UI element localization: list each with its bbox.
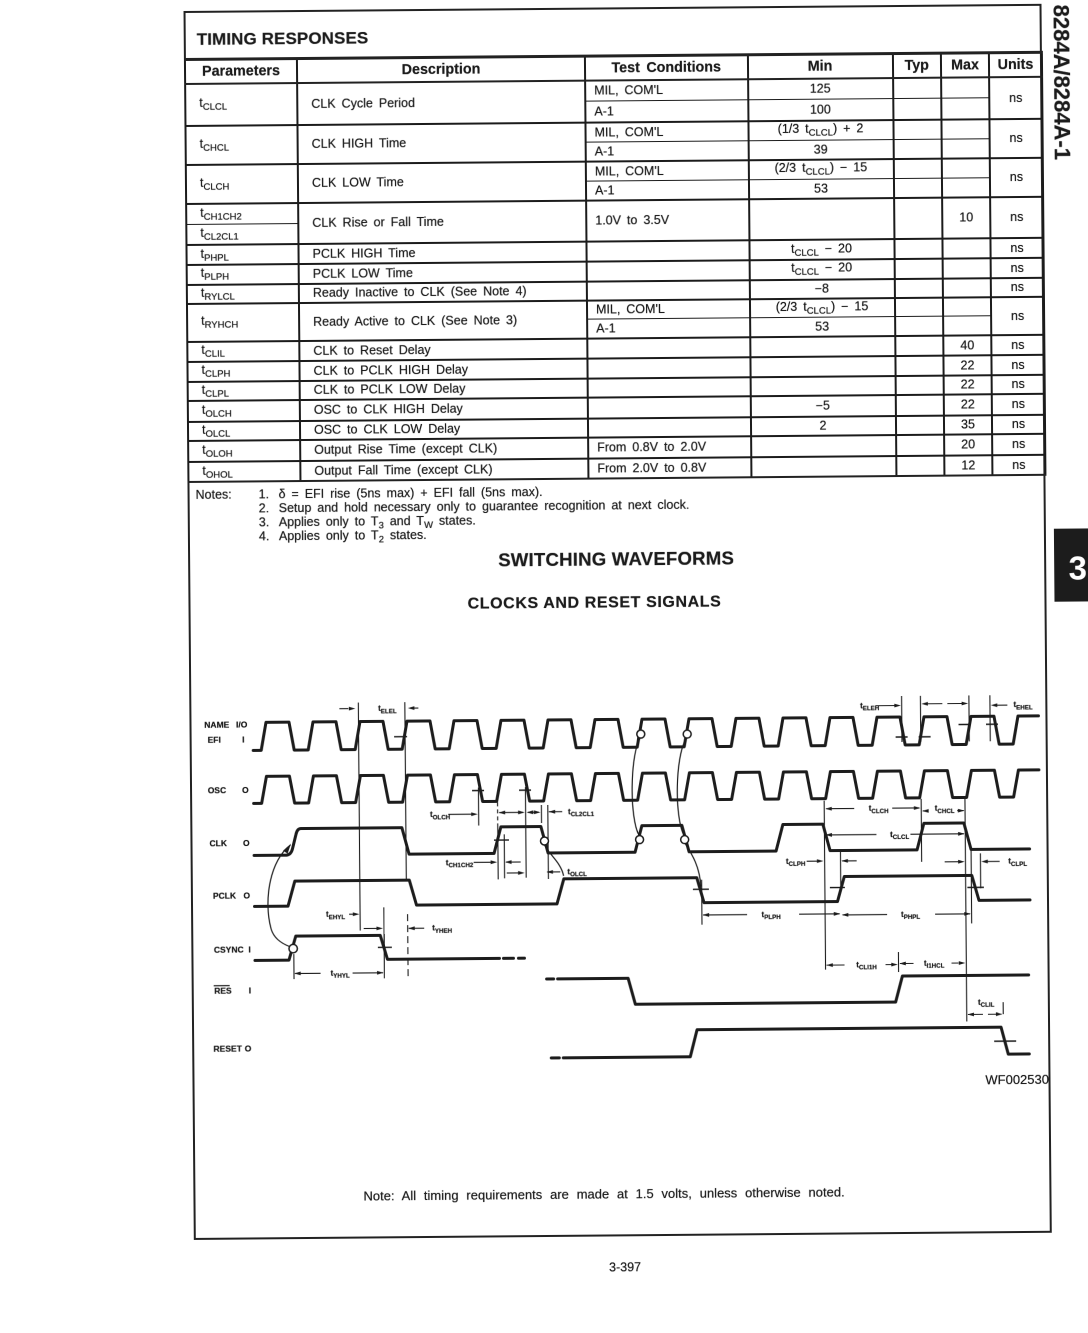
svg-text:tPHPL: tPHPL xyxy=(901,910,920,921)
svg-text:I/O: I/O xyxy=(236,719,248,729)
svg-text:tCLIL: tCLIL xyxy=(978,998,995,1009)
svg-text:tI1HCL: tI1HCL xyxy=(924,959,945,970)
svg-text:O: O xyxy=(242,785,249,795)
svg-text:tYHYL: tYHYL xyxy=(331,969,350,980)
svg-text:NAME: NAME xyxy=(204,720,229,730)
svg-text:tCH1CH2: tCH1CH2 xyxy=(446,858,474,869)
svg-text:tELEL: tELEL xyxy=(378,704,397,715)
svg-text:tCLI1H: tCLI1H xyxy=(856,960,877,971)
svg-text:tCLCH: tCLCH xyxy=(869,804,889,815)
svg-text:tOLCH: tOLCH xyxy=(430,810,451,821)
svg-text:tOLCL: tOLCL xyxy=(567,867,587,878)
svg-text:WF002530: WF002530 xyxy=(985,1072,1049,1088)
svg-text:O: O xyxy=(243,890,250,900)
svg-text:tCLPL: tCLPL xyxy=(1008,857,1027,868)
svg-text:O: O xyxy=(245,1043,252,1053)
svg-text:tCLPH: tCLPH xyxy=(786,857,806,868)
svg-text:OSC: OSC xyxy=(208,785,227,795)
svg-text:tEHYL: tEHYL xyxy=(326,910,345,921)
svg-text:tCL2CL1: tCL2CL1 xyxy=(568,807,595,818)
svg-text:I: I xyxy=(242,735,244,745)
svg-text:RESET: RESET xyxy=(213,1044,242,1054)
svg-text:tELEH: tELEH xyxy=(860,701,880,712)
svg-text:tCLCL: tCLCL xyxy=(890,830,909,841)
svg-text:tPLPH: tPLPH xyxy=(761,910,781,921)
svg-text:RES: RES xyxy=(214,986,232,996)
svg-text:CLK: CLK xyxy=(209,838,227,848)
svg-text:tCHCL: tCHCL xyxy=(935,804,955,815)
svg-text:EFI: EFI xyxy=(208,735,221,745)
svg-text:I: I xyxy=(249,985,251,995)
svg-text:tEHEL: tEHEL xyxy=(1013,700,1032,711)
svg-text:tYHEH: tYHEH xyxy=(432,923,452,934)
svg-text:CSYNC: CSYNC xyxy=(214,944,244,954)
svg-text:PCLK: PCLK xyxy=(213,891,237,901)
svg-text:O: O xyxy=(243,838,250,848)
svg-text:I: I xyxy=(248,944,250,954)
